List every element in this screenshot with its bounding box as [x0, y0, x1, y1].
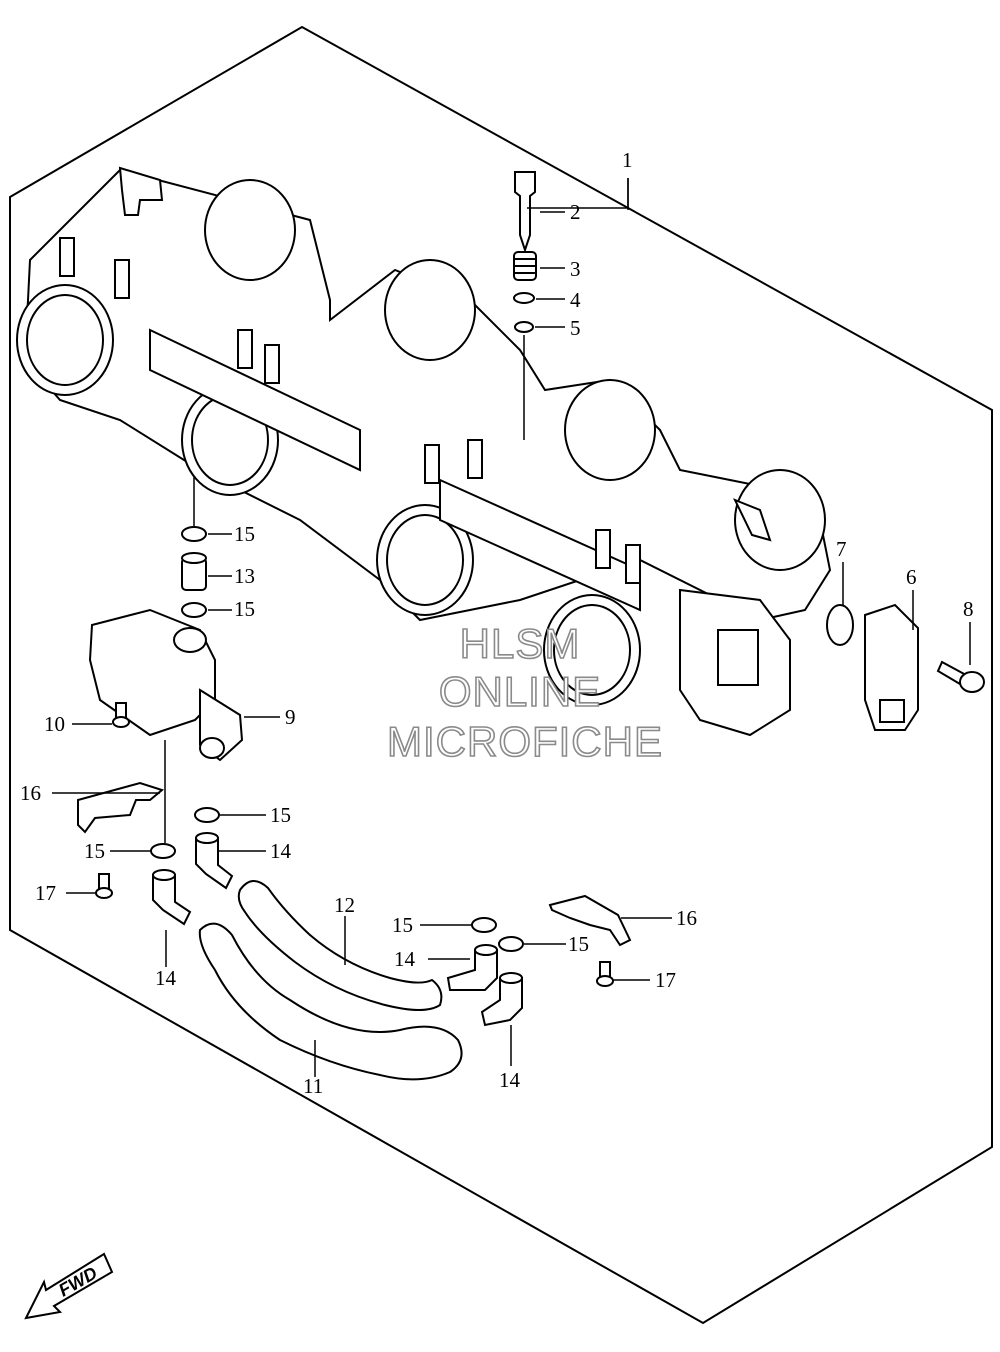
elbow-joint-14 — [446, 944, 498, 991]
elbow-joint-14 — [480, 972, 523, 1027]
screw-10 — [112, 702, 130, 728]
callout-17: 17 — [35, 881, 56, 905]
elbow-joint-14 — [152, 869, 192, 926]
callout-15: 15 — [234, 597, 255, 621]
throttle-body-assembly — [16, 166, 832, 737]
fwd-label: FWD — [55, 1263, 100, 1301]
callouts: 1 2 3 4 5 6 7 8 9 10 11 12 13 14 14 14 1… — [20, 148, 974, 1098]
callout-10: 10 — [44, 712, 65, 736]
o-ring-15 — [150, 843, 176, 859]
o-ring-15 — [194, 807, 220, 823]
callout-6: 6 — [906, 565, 917, 589]
sensor — [864, 603, 919, 731]
washer — [513, 292, 535, 304]
callout-9: 9 — [285, 705, 296, 729]
o-ring — [514, 321, 534, 333]
callout-7: 7 — [836, 537, 847, 561]
callout-17: 17 — [655, 968, 676, 992]
fwd-arrow-icon: FWD — [24, 1252, 114, 1320]
spring — [513, 251, 537, 281]
callout-2: 2 — [570, 200, 581, 224]
callout-5: 5 — [570, 316, 581, 340]
hose-12 — [237, 880, 443, 1011]
o-ring-15 — [498, 936, 524, 952]
callout-13: 13 — [234, 564, 255, 588]
callout-14: 14 — [270, 839, 292, 863]
hose-11 — [198, 922, 463, 1081]
callout-14: 14 — [499, 1068, 521, 1092]
callout-16: 16 — [20, 781, 41, 805]
callout-8: 8 — [963, 597, 974, 621]
leader-lines — [52, 178, 971, 1077]
bracket-16 — [77, 781, 165, 834]
callout-15: 15 — [392, 913, 413, 937]
callout-15: 15 — [568, 932, 589, 956]
callout-15: 15 — [270, 803, 291, 827]
callout-14: 14 — [394, 947, 416, 971]
o-ring-15 — [181, 602, 207, 618]
elbow-joint-14 — [195, 832, 234, 890]
valve-assembly — [88, 608, 244, 762]
screw-17 — [596, 961, 614, 987]
callout-16: 16 — [676, 906, 697, 930]
callout-15: 15 — [234, 522, 255, 546]
o-ring-15 — [181, 526, 207, 542]
callout-4: 4 — [570, 288, 581, 312]
adjusting-screw — [514, 171, 536, 254]
bracket-16 — [548, 894, 632, 947]
screw-17 — [95, 873, 113, 899]
joint — [181, 552, 207, 591]
callout-12: 12 — [334, 893, 355, 917]
callout-11: 11 — [303, 1074, 323, 1098]
screw-8 — [936, 660, 985, 693]
o-ring-7 — [826, 604, 854, 646]
callout-15: 15 — [84, 839, 105, 863]
callout-1: 1 — [622, 148, 633, 172]
assembly-frame — [9, 25, 993, 1325]
o-ring-15 — [471, 917, 497, 933]
callout-14: 14 — [155, 966, 177, 990]
callout-3: 3 — [570, 257, 581, 281]
